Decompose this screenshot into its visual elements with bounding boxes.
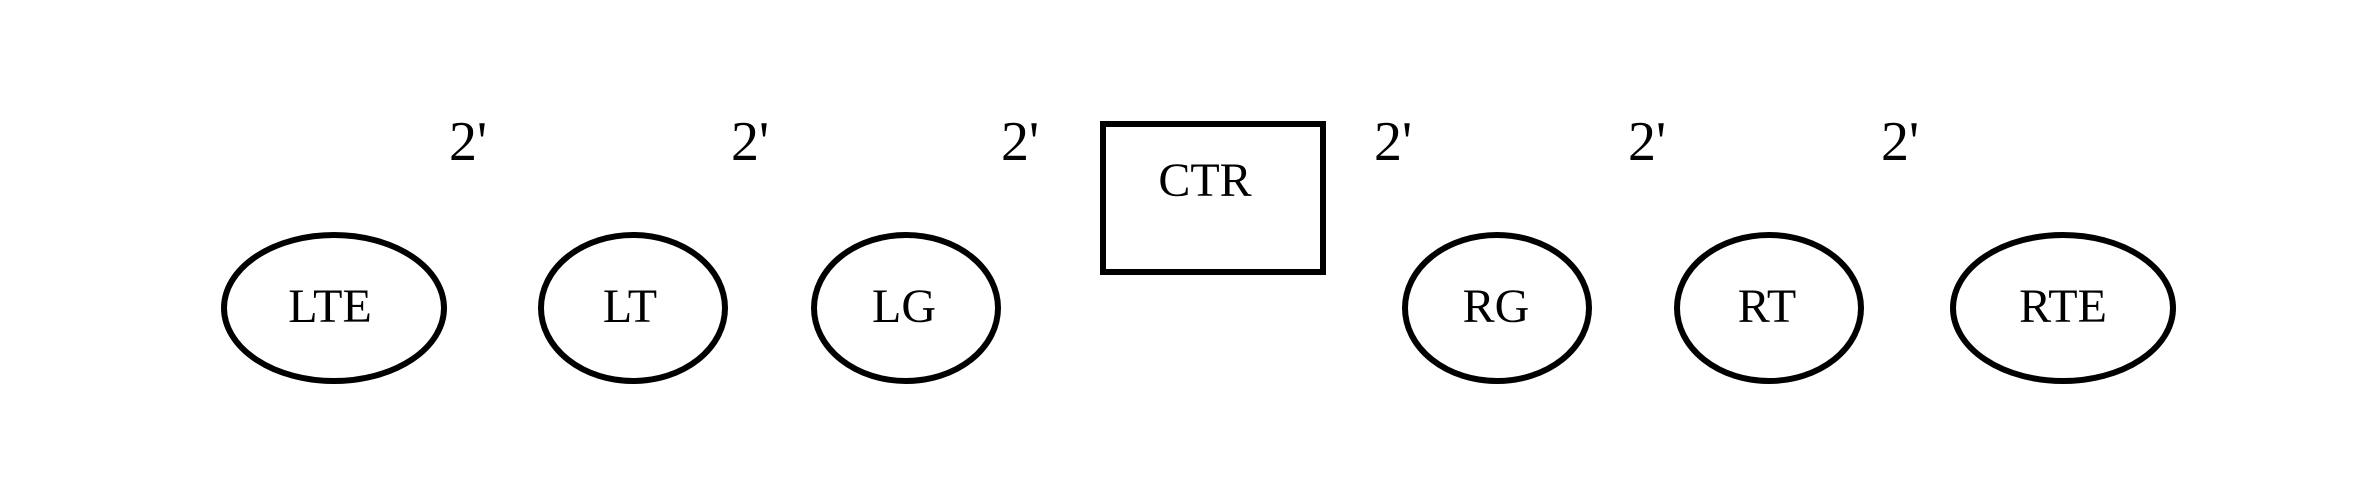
center-label: CTR <box>1158 154 1251 207</box>
gap-label-rg-rt: 2' <box>1628 111 1666 173</box>
gap-label-rt-rte: 2' <box>1881 111 1919 173</box>
player-rte: RTE <box>1950 232 2176 384</box>
player-lte: LTE <box>221 232 447 384</box>
player-lte-label: LTE <box>288 280 372 333</box>
center-player: CTR <box>1100 121 1326 275</box>
player-lg-ellipse <box>811 232 1001 384</box>
player-lt: LT <box>538 232 728 384</box>
player-rt-label: RT <box>1738 280 1796 333</box>
gap-label-lt-lg: 2' <box>731 111 769 173</box>
player-lt-ellipse <box>538 232 728 384</box>
player-rt: RT <box>1674 232 1864 384</box>
gap-label-lte-lt: 2' <box>449 111 487 173</box>
player-rte-ellipse <box>1950 232 2176 384</box>
gap-label-lg-ctr: 2' <box>1001 111 1039 173</box>
player-lg: LG <box>811 232 1001 384</box>
player-rg: RG <box>1402 232 1592 384</box>
player-lte-ellipse <box>221 232 447 384</box>
player-rte-label: RTE <box>2019 280 2107 333</box>
player-rg-label: RG <box>1463 280 1530 333</box>
player-lt-label: LT <box>603 280 657 333</box>
player-rg-ellipse <box>1402 232 1592 384</box>
player-lg-label: LG <box>872 280 936 333</box>
player-rt-ellipse <box>1674 232 1864 384</box>
center-box <box>1100 121 1326 275</box>
gap-label-ctr-rg: 2' <box>1374 111 1412 173</box>
